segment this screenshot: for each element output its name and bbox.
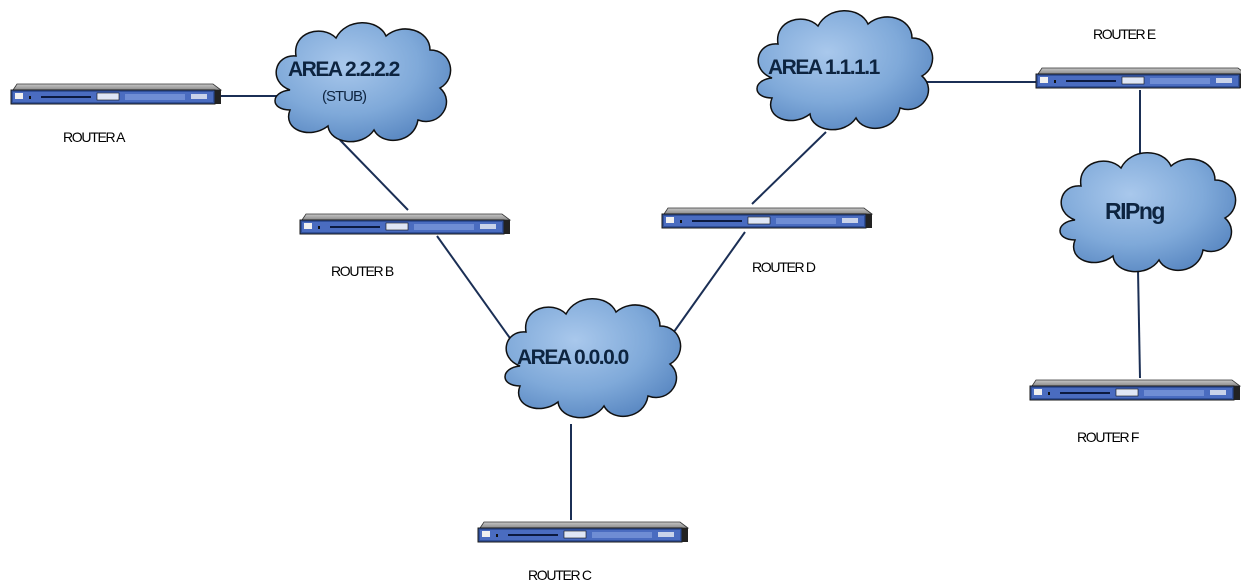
cloud-label-area2: AREA 2.2.2.2: [288, 58, 400, 81]
router-label-c: ROUTER C: [528, 567, 592, 583]
link-routerB-area0: [436, 235, 518, 349]
network-cloud-icon: [274, 22, 452, 143]
router-icon: [1029, 379, 1241, 401]
link-area2-routerB: [339, 139, 409, 211]
cloud-label-area0: AREA 0.0.0.0: [517, 346, 629, 369]
router-icon: [661, 207, 873, 229]
router-icon: [477, 521, 689, 543]
link-area0-routerD: [665, 231, 746, 344]
router-icon: [1035, 67, 1241, 89]
router-label-e: ROUTER E: [1093, 26, 1156, 42]
router-label-a: ROUTER A: [63, 129, 125, 145]
network-cloud-icon: [1059, 152, 1237, 273]
router-icon: [299, 213, 511, 235]
router-icon: [10, 83, 222, 105]
link-ripng-routerF: [1137, 269, 1141, 379]
router-label-f: ROUTER F: [1077, 429, 1139, 445]
network-cloud-icon: [756, 10, 934, 131]
cloud-label-ripng: RIPng: [1105, 198, 1165, 224]
router-label-b: ROUTER B: [331, 263, 394, 279]
cloud-label-area1: AREA 1.1.1.1: [768, 56, 880, 79]
router-label-d: ROUTER D: [752, 259, 816, 275]
link-routerD-area1: [751, 131, 827, 205]
network-cloud-icon: [504, 298, 682, 419]
cloud-sublabel-area2: (STUB): [322, 88, 367, 105]
